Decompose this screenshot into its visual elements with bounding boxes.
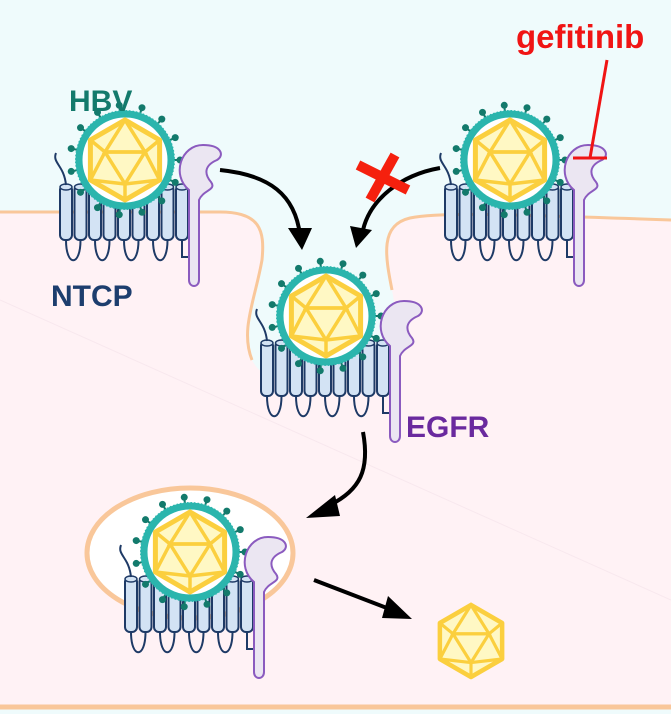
- ntcp-label: NTCP: [51, 280, 133, 313]
- arrow-entry-blocked-head: [350, 226, 372, 248]
- egfr-label: EGFR: [406, 411, 490, 444]
- free-capsid: [440, 605, 502, 677]
- egfr-receptor: [178, 143, 222, 287]
- complex-endocytic-pit: [255, 257, 423, 443]
- hbv-label: HBV: [69, 85, 132, 118]
- complex-bound-left: [54, 101, 222, 287]
- hbv-virion: [268, 257, 385, 375]
- complex-blocked-right: [439, 101, 607, 287]
- hbv-virion: [67, 101, 184, 219]
- egfr-receptor: [563, 143, 607, 287]
- arrow-release: [313, 578, 393, 612]
- arrow-entry-left: [219, 168, 302, 236]
- arrow-entry-left-head: [288, 228, 312, 250]
- arrow-entry-blocked: [361, 166, 441, 231]
- block-x-icon: [355, 152, 411, 203]
- arrow-internalize-head: [306, 495, 340, 518]
- arrows: [219, 166, 441, 619]
- egfr-receptor: [243, 535, 287, 679]
- egfr-receptor: [379, 299, 423, 443]
- hbv-virion: [132, 493, 249, 611]
- gefitinib-label: gefitinib: [516, 18, 644, 55]
- faint-guide-line: [0, 299, 671, 601]
- arrow-internalize: [329, 431, 368, 507]
- inhibition-symbol: [573, 59, 609, 160]
- ntcp-receptor: [439, 152, 577, 261]
- hbv-virion: [452, 101, 569, 219]
- complex-endosome: [119, 493, 287, 679]
- arrow-release-head: [382, 596, 412, 619]
